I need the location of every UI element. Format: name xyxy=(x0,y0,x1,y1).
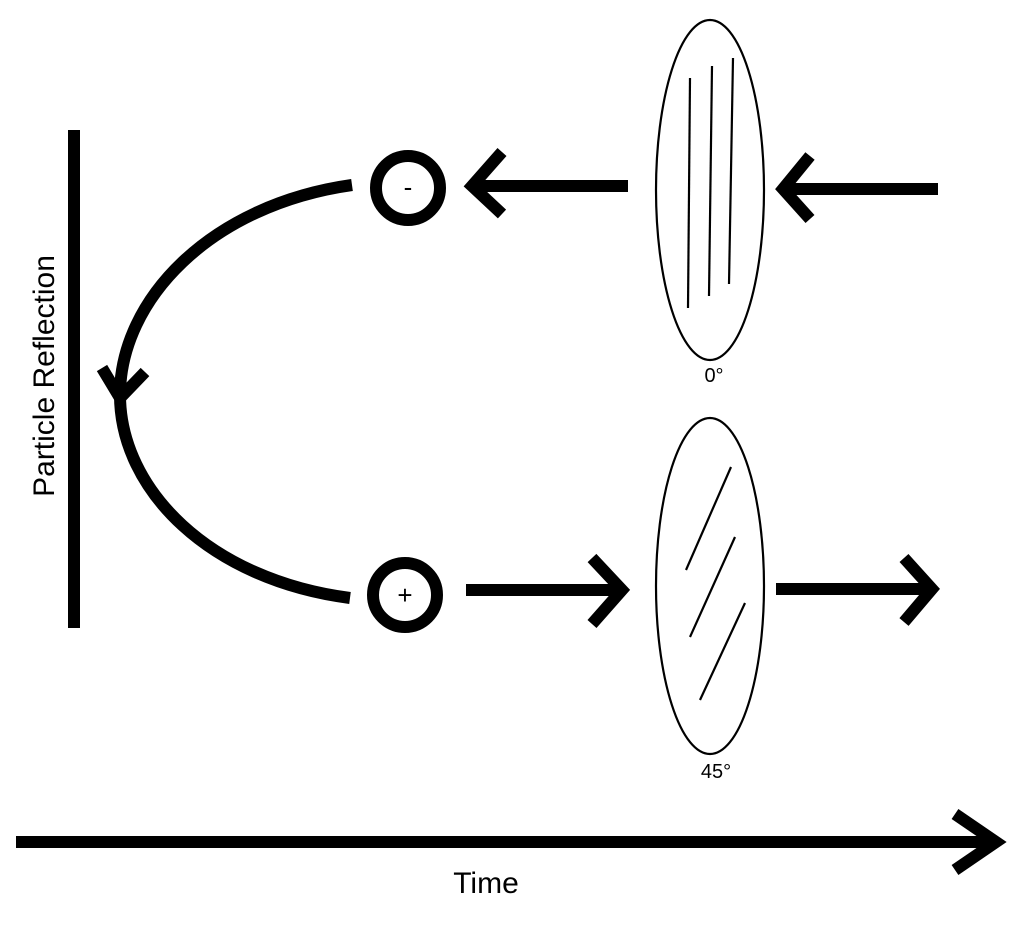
reflection-curve xyxy=(113,179,353,604)
polarizer-45-line-3 xyxy=(699,602,746,701)
upper-arrow-head-1 xyxy=(463,148,507,219)
lower-arrow-head-1 xyxy=(587,553,631,628)
polarizer-45-label: 45° xyxy=(701,761,731,783)
polarizer-0-line-1 xyxy=(686,77,692,309)
vertical-axis-label: Particle Reflection xyxy=(28,255,61,497)
positive-particle-circle xyxy=(367,557,443,633)
polarizer-45-ellipse xyxy=(654,416,766,756)
polarizer-0-degrees: 0° xyxy=(654,18,766,387)
polarizer-0-line-2 xyxy=(707,65,714,297)
time-axis-label: Time xyxy=(453,867,519,900)
negative-particle: - xyxy=(370,150,446,226)
polarizer-45-line-1 xyxy=(684,466,733,571)
positive-particle: + xyxy=(367,557,443,633)
polarizer-0-line-3 xyxy=(727,57,735,285)
polarizer-45-degrees: 45° xyxy=(654,416,766,783)
polarizer-0-label: 0° xyxy=(704,365,723,387)
reflection-curve-arrowhead xyxy=(96,364,150,408)
time-axis-arrowhead xyxy=(951,809,1007,875)
polarizer-0-ellipse xyxy=(654,18,766,362)
polarizer-45-line-2 xyxy=(688,536,737,638)
lower-arrow-head-2 xyxy=(899,553,940,626)
negative-particle-sign: - xyxy=(404,172,413,202)
upper-arrow-head-2 xyxy=(775,152,815,224)
negative-particle-circle xyxy=(370,150,446,226)
positive-particle-sign: + xyxy=(397,580,412,610)
